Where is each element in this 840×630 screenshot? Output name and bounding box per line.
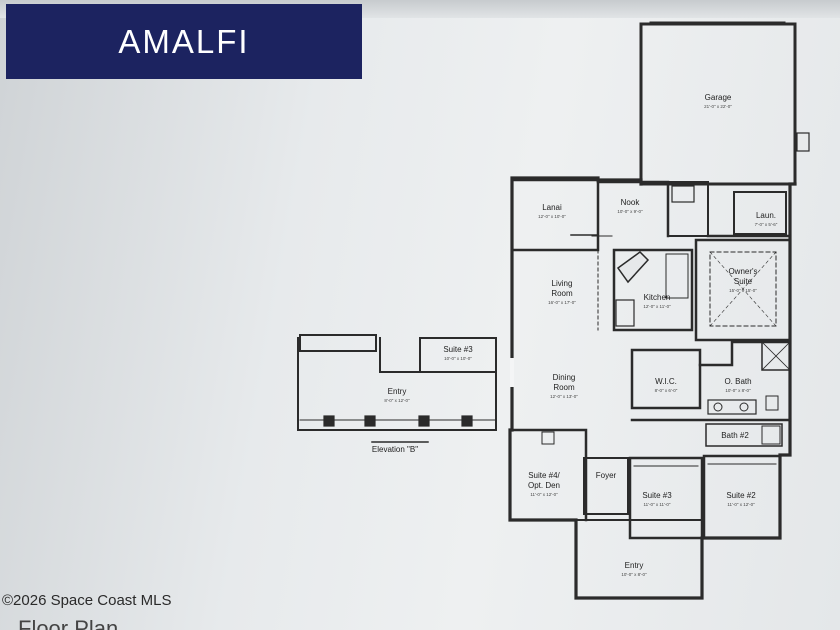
living-dims: 16'-0" x 17'-0": [548, 300, 576, 305]
washer-icon: [671, 185, 695, 203]
column-2: [364, 415, 376, 427]
vanity: [707, 399, 757, 415]
wic-dims: 8'-0" x 6'-0": [655, 388, 678, 393]
plan-title: AMALFI: [118, 22, 250, 60]
suite4-closet: [541, 431, 555, 445]
living-label-2: Room: [551, 289, 573, 298]
dining-dims: 12'-0" x 13'-0": [550, 394, 578, 399]
laundry-label: Laun.: [756, 211, 776, 220]
lanai-step: [570, 234, 599, 251]
toilet-1: [765, 395, 779, 411]
owners-suite-walls: [694, 238, 792, 342]
suite4-label-2: Opt. Den: [528, 481, 560, 490]
wic-walls: [630, 348, 702, 410]
kitchen-walls: [612, 248, 694, 332]
utility-walls: [667, 181, 709, 237]
elevation-b-suite: [419, 337, 497, 373]
garage-meter-icon: [796, 132, 810, 152]
bath2-walls: [705, 423, 783, 447]
shower-x2: [761, 341, 791, 371]
kitchen-island: [616, 251, 650, 284]
copyright-watermark: ©2026 Space Coast MLS: [2, 592, 172, 609]
pantry: [615, 299, 635, 327]
garage-label: Garage: [705, 93, 732, 102]
suite4-label-1: Suite #4/: [528, 471, 560, 480]
obath-label: O. Bath: [724, 377, 751, 386]
suite3-dims: 11'-0" x 11'-0": [643, 502, 670, 507]
column-4: [461, 415, 473, 427]
title-banner: AMALFI: [6, 4, 362, 79]
kitchen-dims: 12'-0" x 11'-0": [643, 304, 671, 309]
owners-dims: 15'-0" x 15'-0": [729, 288, 757, 293]
obath-top-wall: [698, 340, 792, 367]
owners-label-1: Owner's: [728, 267, 757, 276]
lanai-label: Lanai: [542, 203, 562, 212]
suite4-dims: 11'-0" x 12'-0": [530, 492, 558, 497]
dining-label-1: Dining: [553, 373, 576, 382]
sink-2: [739, 402, 749, 412]
column-3: [418, 415, 430, 427]
column-1: [323, 415, 335, 427]
kitchen-counter: [665, 253, 689, 299]
foyer-walls: [583, 457, 629, 515]
alt-suite3-label: Suite #3: [443, 345, 473, 354]
living-label-1: Living: [552, 279, 573, 288]
dining-label-2: Room: [553, 383, 575, 392]
alt-entry-label: Entry: [388, 387, 407, 396]
entry-porch-walls: [575, 519, 703, 599]
wic-label: W.I.C.: [655, 377, 677, 386]
elevation-b-label: Elevation "B": [372, 445, 418, 454]
alt-suite3-dims: 10'-0" x 10'-0": [444, 356, 472, 361]
nook-dims: 10'-0" x 9'-0": [617, 209, 643, 214]
entry-label: Entry: [625, 561, 644, 570]
bath2-label: Bath #2: [721, 431, 749, 440]
foyer-label: Foyer: [596, 471, 617, 480]
sink-1: [713, 402, 723, 412]
tray-diag-2: [709, 251, 777, 327]
suite3-walls: [628, 456, 704, 540]
suite2-walls: [702, 454, 782, 540]
suite4-walls: [510, 428, 588, 522]
suite2-label: Suite #2: [726, 491, 756, 500]
owners-label-2: Suite: [734, 277, 753, 286]
laundry-walls: [733, 191, 787, 235]
elevation-b-porch: [299, 334, 377, 352]
tub: [761, 425, 781, 445]
lanai-dims: 12'-0" x 10'-0": [538, 214, 566, 219]
shower: [761, 341, 791, 371]
nook-label: Nook: [621, 198, 641, 207]
suite3-label: Suite #3: [642, 491, 672, 500]
entry-dims: 10'-0" x 8'-0": [621, 572, 647, 577]
garage-dims: 21'-0" x 22'-0": [704, 104, 732, 109]
suite2-dims: 11'-0" x 12'-0": [727, 502, 755, 507]
kitchen-label: Kitchen: [644, 293, 671, 302]
obath-dims: 10'-0" x 8'-0": [725, 388, 751, 393]
alt-entry-dims: 8'-0" x 12'-0": [384, 398, 410, 403]
garage-walls: [639, 22, 797, 186]
lanai-walls: [510, 178, 600, 252]
footer-caption: Floor Plan: [18, 618, 118, 630]
laundry-dims: 7'-0" x 5'-6": [755, 222, 778, 227]
